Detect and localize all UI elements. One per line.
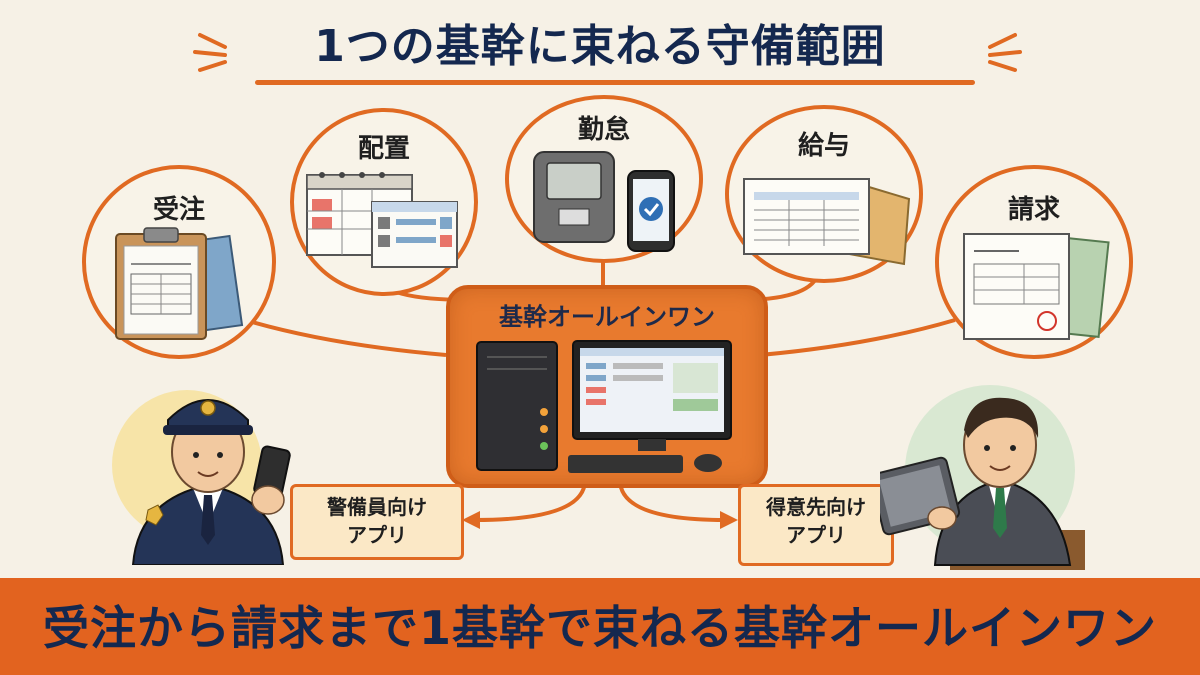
- client-app-line1: 得意先向け: [766, 495, 866, 519]
- server-tower-icon: [476, 341, 558, 471]
- module-attendance: 勤怠: [505, 95, 703, 263]
- client-app-card: 得意先向け アプリ: [738, 484, 894, 566]
- guard-app-line2: アプリ: [347, 523, 407, 547]
- module-placement-label: 配置: [357, 134, 410, 164]
- arrow-head-left: [462, 511, 480, 529]
- module-placement: 配置: [290, 108, 478, 296]
- guard-app-line1: 警備員向け: [327, 495, 427, 519]
- module-attendance-label: 勤怠: [577, 115, 630, 145]
- schedule-calendar-icon: [306, 172, 458, 268]
- core-system-box: 基幹オールインワン: [446, 285, 768, 488]
- arrow-head-right: [720, 511, 738, 529]
- module-payroll: 給与: [725, 105, 923, 283]
- page-title: 1つの基幹に束ねる守備範囲: [314, 21, 886, 72]
- title-spark-right: [988, 33, 1022, 72]
- client-businessman-figure: [880, 397, 1085, 570]
- smartphone-check-icon: [627, 170, 675, 252]
- module-billing-label: 請求: [1007, 195, 1060, 225]
- title-underline: [255, 80, 975, 85]
- connector-guard-app: [474, 479, 587, 522]
- connector-order: [244, 318, 447, 357]
- connector-client-app: [618, 479, 726, 522]
- invoice-documents-icon: [963, 233, 1110, 340]
- module-order-label: 受注: [152, 195, 205, 225]
- summary-banner-text: 受注から請求まで1基幹で束ねる基幹オールインワン: [42, 601, 1157, 655]
- payslip-envelope-icon: [743, 178, 911, 266]
- connector-billing: [759, 318, 956, 357]
- summary-banner: 受注から請求まで1基幹で束ねる基幹オールインワン: [0, 578, 1200, 675]
- module-payroll-label: 給与: [797, 131, 850, 161]
- module-billing: 請求: [935, 165, 1133, 359]
- client-app-line2: アプリ: [786, 523, 846, 547]
- module-order: 受注: [82, 165, 276, 359]
- title-spark-left: [193, 33, 227, 72]
- guard-app-card: 警備員向け アプリ: [290, 484, 464, 560]
- clipboard-icon: [115, 227, 244, 340]
- security-guard-figure: [131, 399, 291, 565]
- desktop-monitor-icon: [568, 340, 732, 473]
- core-system-label: 基幹オールインワン: [499, 303, 715, 331]
- time-clock-terminal-icon: [533, 151, 615, 243]
